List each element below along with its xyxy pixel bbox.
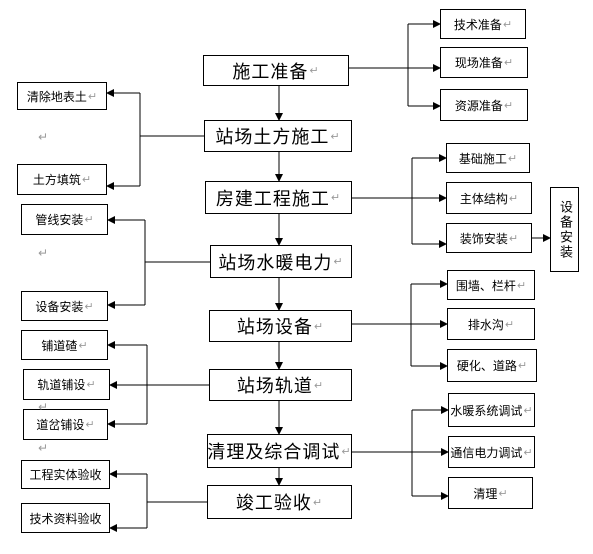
paragraph-mark-icon: ↵ — [504, 317, 515, 331]
item-label: 围墙、栏杆 — [455, 278, 516, 293]
step-label: 站场水暖电力 — [218, 252, 333, 274]
item-hardening-roads: 硬化、道路↵ — [447, 349, 537, 382]
step-cleanup-and-testing: 清理及综合调试↵ — [207, 434, 352, 468]
item-label: 硬化、道路 — [456, 359, 517, 373]
paragraph-mark-icon: ↵ — [508, 231, 519, 245]
step-label: 房建工程施工 — [215, 188, 330, 210]
item-label: 技术资料验收 — [29, 511, 102, 526]
item-clear-topsoil: 清除地表土↵ — [17, 82, 107, 110]
item-track-laying: 轨道铺设↵ — [23, 369, 110, 400]
item-equipment-install: 设备安装↵ — [21, 291, 108, 321]
item-hvac-system-testing: 水暖系统调试↵ — [448, 393, 535, 427]
paragraph-mark-icon: ↵ — [313, 378, 325, 392]
item-lay-ballast: 铺道碴↵ — [21, 330, 108, 360]
item-label: 现场准备 — [454, 56, 503, 70]
step-station-earthwork: 站场土方施工↵ — [204, 120, 352, 152]
item-telecom-power-testing: 通信电力调试↵ — [448, 436, 535, 468]
paragraph-mark-icon: ↵ — [84, 299, 94, 313]
paragraph-mark-icon: ↵ — [38, 130, 49, 144]
item-cleanup: 清理↵ — [448, 477, 533, 509]
item-label: 装饰安装 — [459, 231, 508, 246]
paragraph-mark-icon: ↵ — [85, 418, 95, 431]
step-station-track: 站场轨道↵ — [209, 369, 352, 401]
item-label: 技术准备 — [453, 17, 502, 32]
paragraph-mark-icon: ↵ — [84, 213, 94, 226]
item-pipeline-install: 管线安装↵ — [21, 204, 108, 235]
item-resource-prep: 资源准备↵ — [440, 89, 528, 121]
step-building-construction: 房建工程施工↵ — [205, 181, 352, 214]
paragraph-mark-icon: ↵ — [86, 378, 96, 391]
paragraph-mark-icon: ↵ — [516, 278, 527, 292]
item-label: 资源准备 — [454, 98, 503, 113]
paragraph-mark-icon: ↵ — [507, 151, 518, 165]
item-drainage-ditch: 排水沟↵ — [447, 308, 535, 340]
item-physical-acceptance: 工程实体验收 — [21, 460, 110, 489]
step-label: 施工准备 — [232, 61, 309, 83]
paragraph-mark-icon: ↵ — [312, 495, 324, 509]
paragraph-mark-icon: ↵ — [508, 191, 519, 205]
paragraph-mark-icon: ↵ — [523, 403, 533, 417]
item-label: 设备安装 — [35, 299, 84, 314]
item-label: 设备安装 — [557, 199, 572, 260]
item-label: 清理 — [473, 486, 498, 501]
paragraph-mark-icon: ↵ — [498, 486, 508, 500]
item-technical-prep: 技术准备↵ — [440, 9, 526, 39]
item-label: 工程实体验收 — [29, 468, 102, 482]
paragraph-mark-icon: ↵ — [38, 246, 49, 260]
item-label: 水暖系统调试 — [450, 403, 523, 418]
item-label: 铺道碴 — [41, 338, 78, 353]
step-label: 站场设备 — [236, 317, 313, 338]
step-station-hvac-power: 站场水暖电力↵ — [210, 245, 352, 278]
paragraph-mark-icon: ↵ — [309, 64, 320, 77]
item-main-structure: 主体结构↵ — [446, 182, 532, 214]
paragraph-mark-icon: ↵ — [87, 89, 98, 103]
item-site-prep: 现场准备↵ — [440, 47, 528, 78]
paragraph-mark-icon: ↵ — [38, 441, 49, 455]
item-walls-railings: 围墙、栏杆↵ — [447, 270, 535, 300]
paragraph-mark-icon: ↵ — [313, 319, 325, 333]
paragraph-mark-icon: ↵ — [38, 400, 49, 414]
paragraph-mark-icon: ↵ — [503, 98, 514, 112]
paragraph-mark-icon: ↵ — [341, 444, 352, 458]
paragraph-mark-icon: ↵ — [333, 255, 344, 268]
item-equipment-install-vertical: 设备安装 — [550, 187, 579, 272]
item-decoration-install: 装饰安装↵ — [446, 223, 532, 253]
paragraph-mark-icon: ↵ — [503, 56, 514, 69]
paragraph-mark-icon: ↵ — [330, 129, 341, 143]
item-label: 清除地表土 — [26, 89, 87, 104]
item-label: 主体结构 — [459, 191, 508, 206]
paragraph-mark-icon: ↵ — [517, 359, 528, 372]
item-label: 排水沟 — [467, 317, 504, 332]
step-label: 竣工验收 — [235, 493, 312, 514]
paragraph-mark-icon: ↵ — [78, 338, 88, 352]
paragraph-mark-icon: ↵ — [81, 173, 92, 186]
item-label: 土方填筑 — [32, 173, 81, 187]
paragraph-mark-icon: ↵ — [330, 191, 342, 204]
item-document-acceptance: 技术资料验收 — [21, 503, 110, 533]
item-label: 管线安装 — [35, 213, 84, 227]
item-foundation: 基础施工↵ — [446, 143, 530, 173]
item-label: 道岔铺设 — [36, 418, 85, 432]
item-switch-laying: 道岔铺设↵ — [23, 409, 108, 440]
paragraph-mark-icon: ↵ — [523, 445, 533, 459]
item-label: 通信电力调试 — [450, 445, 523, 460]
step-construction-prep: 施工准备↵ — [203, 55, 349, 86]
item-earth-fill: 土方填筑↵ — [17, 164, 107, 195]
item-label: 轨道铺设 — [37, 378, 86, 392]
step-station-equipment: 站场设备↵ — [209, 310, 352, 342]
item-label: 基础施工 — [458, 151, 507, 166]
step-completion-acceptance: 竣工验收↵ — [207, 485, 352, 519]
step-label: 清理及综合调试 — [207, 442, 341, 463]
step-label: 站场土方施工 — [215, 127, 330, 148]
step-label: 站场轨道 — [236, 376, 313, 397]
paragraph-mark-icon: ↵ — [502, 17, 513, 31]
